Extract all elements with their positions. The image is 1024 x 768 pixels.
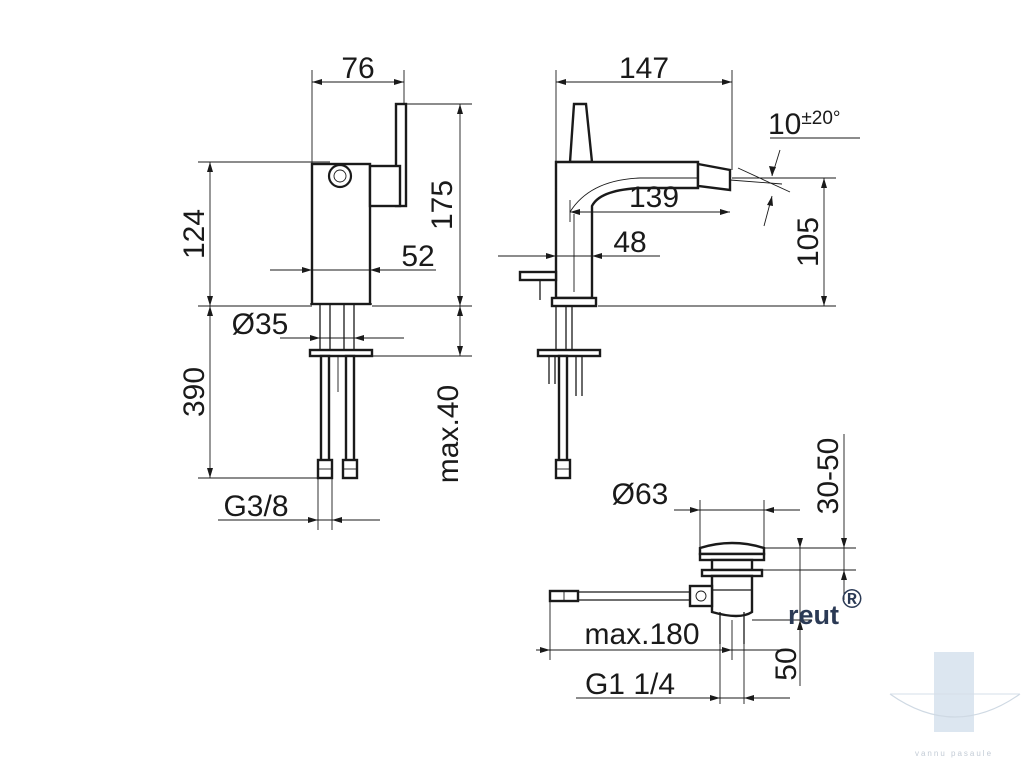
brand-name: reut [788,600,839,630]
side-view: 147 10±20° 139 48 105 [498,52,860,480]
dim-max-180: max.180 [584,618,699,651]
dim-max-40: max.40 [432,385,465,483]
spout-nozzle [696,162,732,192]
dim-g1-1-4: G1 1/4 [585,668,675,701]
brand-logo: reut ® [788,584,862,630]
dim-105: 105 [792,217,825,267]
dim-48: 48 [613,226,646,259]
lever-side [568,102,594,164]
faucet-body-side [554,160,700,300]
waste-view: Ø63 30-50 max.180 50 G1 1/4 [536,434,856,704]
front-view: 76 175 124 52 Ø35 390 [178,52,472,530]
hose-right [344,354,356,466]
watermark: vannu pasaule [889,652,1021,758]
handle-hub [327,163,353,189]
popup-rod-handle [518,270,558,282]
dim-50: 50 [770,647,803,680]
dim-175: 175 [426,180,459,230]
lever-connector [368,164,402,208]
dim-g3-8: G3/8 [223,490,288,523]
watermark-arc [889,693,1021,718]
dim-angle-10: 10±20° [768,108,841,141]
waste-rod-connector [688,584,714,608]
drain-cap [698,541,766,556]
dim-52: 52 [401,240,434,273]
mounting-flange-front [308,348,374,358]
brand-mark: ® [842,584,862,614]
dim-76: 76 [341,52,374,85]
dim-124: 124 [178,209,211,259]
dim-30-50: 30-50 [812,438,845,515]
dim-390: 390 [178,367,211,417]
dim-diameter-35: Ø35 [232,308,289,341]
watermark-text: vannu pasaule [915,749,993,758]
dim-139: 139 [629,181,679,214]
hose-left [319,354,331,466]
mounting-flange-side [536,348,602,358]
dim-147: 147 [619,52,669,85]
hose-side [557,354,569,466]
faucet-body-front [310,162,372,306]
watermark-glass [934,652,974,732]
waste-body [710,574,754,618]
dim-diameter-63: Ø63 [612,478,669,511]
